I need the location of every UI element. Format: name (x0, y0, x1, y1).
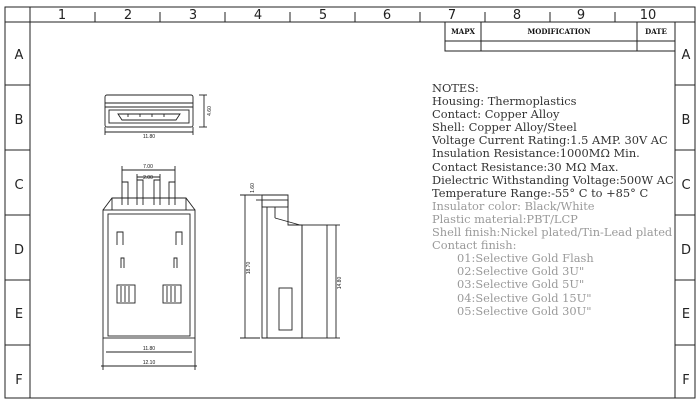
revision-header-mark: MAPX (451, 27, 475, 36)
revision-table (444, 21, 676, 52)
column-ticks (29, 7, 616, 22)
note-contact: Contact: Copper Alloy (432, 107, 560, 122)
revision-header-date: DATE (645, 27, 667, 36)
drawing-border (4, 6, 696, 399)
column-label-9: 9 (577, 8, 585, 23)
column-label-4: 4 (254, 8, 262, 23)
column-label-8: 8 (513, 8, 521, 23)
dim-top-view-height: 4.60 (207, 106, 213, 116)
connector-front-view (101, 166, 197, 370)
note-dielectric: Dielectric Withstanding Voltage:500W AC (432, 172, 674, 187)
dim-side-body-height: 14.80 (337, 277, 343, 290)
row-label-left-f: F (15, 373, 22, 388)
note-finish-item: 02:Selective Gold 3U" (457, 264, 585, 279)
row-label-right-e: E (682, 307, 690, 322)
column-label-3: 3 (189, 8, 197, 23)
note-housing: Housing: Thermoplastics (432, 94, 577, 109)
dim-overall-width: 12.10 (143, 360, 156, 366)
notes-heading: NOTES: (432, 82, 479, 95)
dim-side-height: 18.70 (246, 262, 252, 275)
column-label-10: 10 (640, 8, 657, 23)
note-finish-item: 04:Selective Gold 15U" (457, 290, 592, 305)
note-insulator-color: Insulator color: Black/White (432, 198, 595, 213)
row-label-right-f: F (682, 373, 689, 388)
dim-side-tab: 1.60 (250, 183, 256, 193)
note-finish-item: 03:Selective Gold 5U" (457, 277, 585, 292)
row-label-right-a: A (682, 48, 691, 63)
notes-panel: NOTES: Housing: Thermoplastics Contact: … (432, 82, 700, 327)
note-finish-item: 05:Selective Gold 30U" (457, 303, 592, 318)
row-label-right-b: B (682, 113, 691, 128)
note-finish-item: 01:Selective Gold Flash (457, 251, 594, 266)
connector-top-view (104, 94, 207, 135)
column-label-2: 2 (124, 8, 132, 23)
dim-body-width: 11.80 (143, 346, 155, 352)
note-contact-resistance: Contact Resistance:30 MΩ Max. (432, 159, 619, 174)
dim-pin-span: 7.00 (143, 164, 153, 170)
column-label-1: 1 (58, 8, 66, 23)
revision-header-modification: MODIFICATION (527, 27, 591, 36)
dim-pin-pitch: 2.00 (143, 175, 153, 181)
note-contact-finish: Contact finish: (432, 238, 517, 253)
row-label-left-b: B (15, 113, 24, 128)
note-shell-finish: Shell finish:Nickel plated/Tin-Lead plat… (432, 225, 673, 240)
column-label-5: 5 (319, 8, 327, 23)
row-label-left-e: E (15, 307, 23, 322)
note-plastic-material: Plastic material:PBT/LCP (432, 211, 578, 226)
column-label-7: 7 (448, 8, 456, 23)
row-label-right-c: C (681, 178, 690, 193)
column-label-6: 6 (383, 8, 391, 23)
note-voltage-current: Voltage Current Rating:1.5 AMP. 30V AC (432, 133, 668, 148)
row-ticks (5, 84, 695, 346)
connector-side-view (240, 194, 340, 339)
note-temperature: Temperature Range:-55° C to +85° C (432, 185, 649, 200)
row-label-left-c: C (14, 178, 23, 193)
row-label-left-d: D (14, 243, 24, 258)
note-shell: Shell: Copper Alloy/Steel (432, 120, 577, 135)
note-insulation: Insulation Resistance:1000MΩ Min. (432, 146, 640, 161)
dim-top-view-width: 11.80 (143, 134, 155, 140)
row-label-left-a: A (15, 48, 24, 63)
row-label-right-d: D (681, 243, 691, 258)
